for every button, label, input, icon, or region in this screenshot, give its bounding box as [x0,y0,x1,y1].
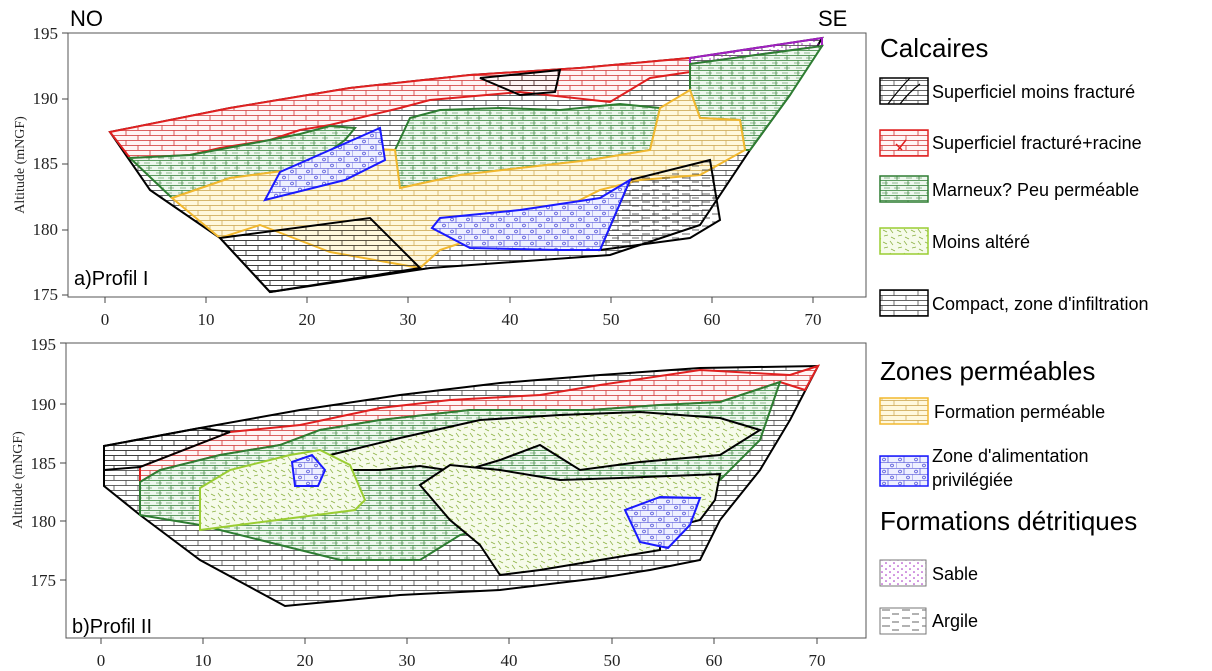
profile-2-x-axis [100,638,818,644]
legend-item-superficiel-moins-fracture: Superficiel moins fracturé [879,77,1135,105]
legend-label-compact: Compact, zone d'infiltration [932,294,1149,314]
profile-1-ytick-190: 190 [33,89,59,108]
profile-1-y-axis [62,32,68,296]
profile-2-ytick-190: 190 [31,395,57,414]
profile-1-direction-se: SE [818,6,847,31]
legend-label-sable: Sable [932,564,978,584]
profile-1-xtick-30: 30 [400,310,417,329]
legend-label-moins-altere: Moins altéré [932,232,1030,252]
legend-permeables-title: Zones perméables [880,356,1095,386]
profile-1-label: a)Profil I [74,268,148,290]
profile-1-frame [67,32,867,298]
legend-swatch-zone-alimentation [879,455,929,487]
legend-swatch-moins-altere [879,227,929,255]
legend-item-moins-altere: Moins altéré [879,227,1030,255]
p2-lime-moins-altere-top [328,410,763,474]
p2-blue-zone-left [290,453,327,487]
legend-detritiques-title: Formations détritiques [880,506,1137,536]
legend-item-superficiel-fracture: Superficiel fracturé+racine [879,129,1142,157]
legend-item-sable: Sable [879,559,978,587]
profile-2-xtick-20: 20 [297,651,314,670]
p1-blue-zone-right [430,177,633,251]
legend-swatch-compact [879,289,929,317]
profile-1-direction-no: NO [70,6,103,31]
legend-label-argile: Argile [932,611,978,631]
legend: Calcaires Superficiel moins fracturé Sup… [879,33,1149,635]
legend-item-zone-alimentation: Zone d'alimentation privilégiée [879,446,1089,490]
legend-item-formation-permeable: Formation perméable [879,397,1105,425]
profile-2-frame [65,342,867,639]
profile-1-ylabel: Altitude (mNGF) [13,116,28,214]
profile-1-xtick-40: 40 [502,310,519,329]
profile-2-xtick-50: 50 [604,651,621,670]
profile-1-ytick-175: 175 [33,285,59,304]
legend-label-marneux: Marneux? Peu perméable [932,180,1139,200]
profile-2-ytick-175: 175 [31,571,57,590]
profile-2-label: b)Profil II [72,616,152,638]
legend-item-marneux: Marneux? Peu perméable [879,175,1139,203]
legend-swatch-sable [879,559,927,587]
profile-2-y-axis [60,342,66,581]
profile-2-xtick-0: 0 [97,651,106,670]
legend-label-moins-fracture: Superficiel moins fracturé [932,82,1135,102]
profile-1-xtick-50: 50 [603,310,620,329]
profile-2-ytick-195: 195 [31,335,57,354]
profile-1-ytick-195: 195 [33,24,59,43]
profile-1-xtick-0: 0 [101,310,110,329]
p1-blue-zone-left [263,126,387,202]
profile-2-xtick-40: 40 [501,651,518,670]
profile-1-xtick-20: 20 [299,310,316,329]
legend-swatch-marneux [879,175,929,203]
legend-label-formation-permeable: Formation perméable [934,402,1105,422]
profile-1-ytick-185: 185 [33,154,59,173]
profile-1-x-axis [104,297,814,303]
p2-black-upper-strip [103,426,231,472]
profile-1-ytick-180: 180 [33,220,59,239]
profile-2-xtick-30: 30 [399,651,416,670]
profile-2-ytick-185: 185 [31,454,57,473]
profile-1-xtick-60: 60 [704,310,721,329]
profile-2-ylabel: Altitude (mNGF) [11,431,26,529]
profile-1: 175 180 185 190 195 Altitude (mNGF) 0 10… [13,6,867,329]
p1-black-bottom-left [217,216,423,294]
profile-2-xtick-70: 70 [809,651,826,670]
profile-1-xtick-70: 70 [805,310,822,329]
legend-label-zone-alimentation-1: Zone d'alimentation [932,446,1089,466]
p2-blue-zone-right [623,495,702,550]
p1-black-top-block [479,68,562,97]
profile-1-xtick-10: 10 [198,310,215,329]
profile-2: 175 180 185 190 195 Altitude (mNGF) 0 10… [11,335,867,670]
profile-2-ytick-180: 180 [31,512,57,531]
legend-item-compact: Compact, zone d'infiltration [879,289,1149,317]
profile-2-xtick-60: 60 [706,651,723,670]
legend-calcaires-title: Calcaires [880,33,988,63]
legend-swatch-argile [879,607,927,635]
legend-swatch-moins-fracture [879,77,929,105]
profile-2-xtick-10: 10 [195,651,212,670]
legend-label-fracture-racine: Superficiel fracturé+racine [932,133,1142,153]
legend-label-zone-alimentation-2: privilégiée [932,470,1013,490]
legend-item-argile: Argile [879,607,978,635]
legend-swatch-formation-permeable [879,397,929,425]
